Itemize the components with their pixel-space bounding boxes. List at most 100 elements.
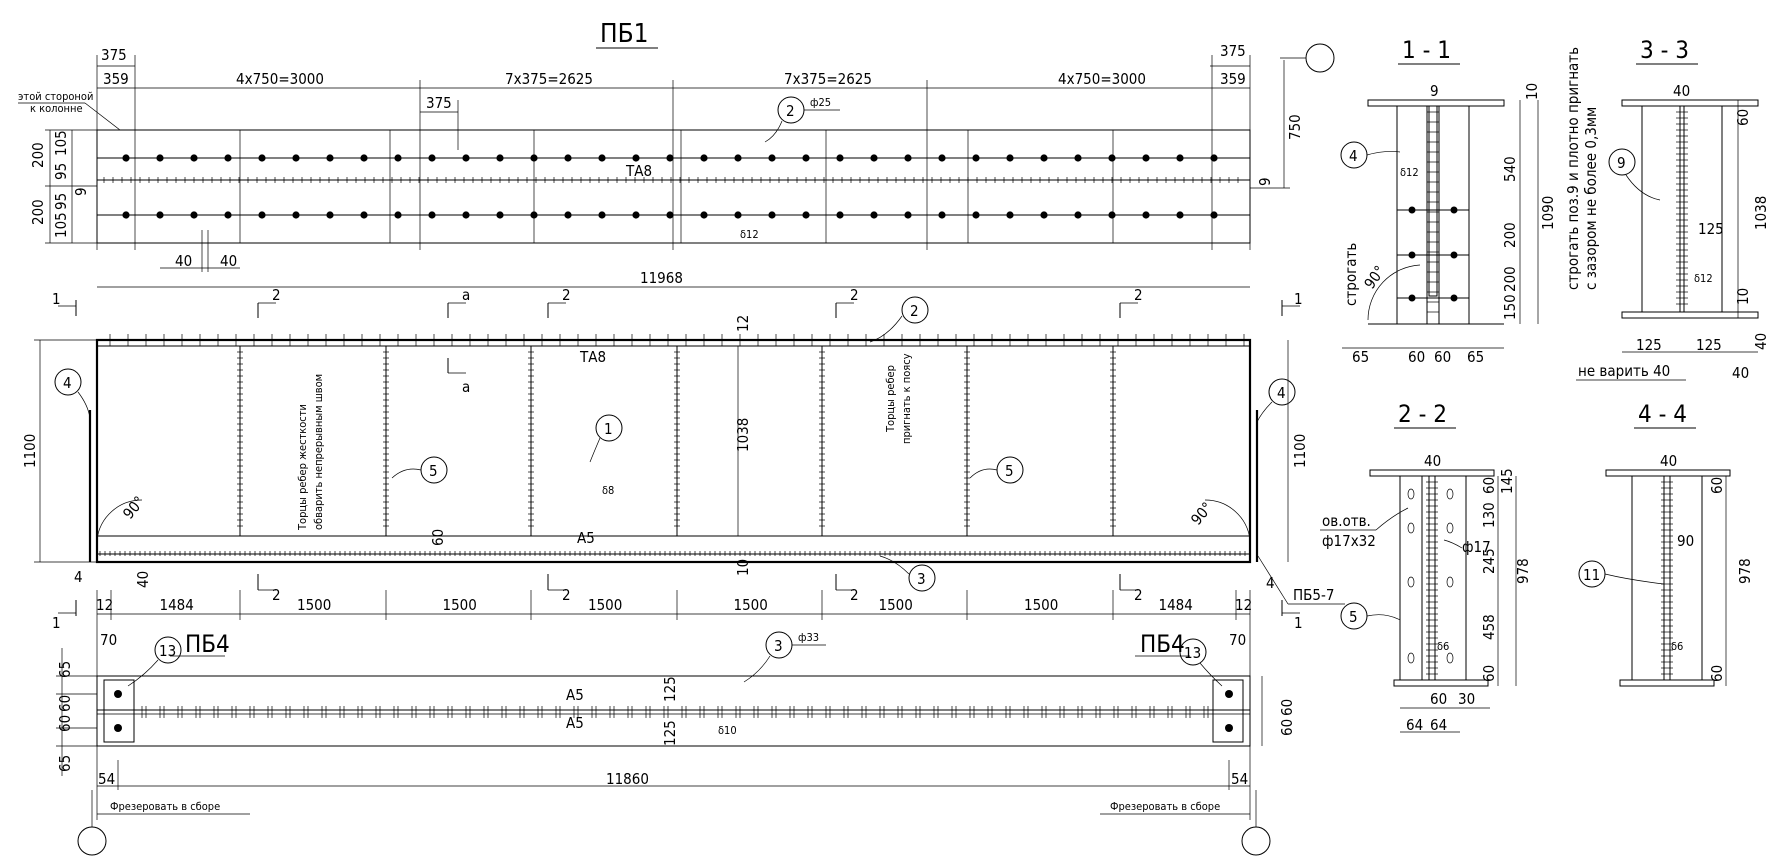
bolt-hole bbox=[292, 211, 300, 219]
bolt-hole bbox=[1108, 154, 1116, 162]
dim-60-right-b: 60 bbox=[1278, 719, 1296, 736]
dim-125-a: 125 bbox=[661, 676, 679, 702]
cut-2-top: 2 bbox=[272, 286, 281, 304]
bolt-hole bbox=[564, 211, 572, 219]
s22-dim-64a: 64 bbox=[1406, 716, 1423, 734]
s22-d6: δ6 bbox=[1437, 640, 1449, 653]
cut-2-top: 2 bbox=[562, 286, 571, 304]
label-d10: δ10 bbox=[718, 724, 737, 737]
s22-dim-60-bottom: 60 bbox=[1480, 665, 1498, 682]
dim-chain-value: 1484 bbox=[1159, 596, 1193, 614]
bolt-hole bbox=[972, 211, 980, 219]
bolt-hole bbox=[802, 154, 810, 162]
bottom-flange-weld-ticks bbox=[141, 706, 1209, 718]
s22-dim-130: 130 bbox=[1480, 502, 1498, 528]
bolt-hole bbox=[496, 154, 504, 162]
section-1-1: 9 10 540 1090 200 200 150 65 60 60 65 4 … bbox=[1340, 82, 1557, 366]
s11-angle-90: 90° bbox=[1361, 262, 1389, 292]
s33-note-2: с зазором не более 0,3мм bbox=[1582, 107, 1600, 290]
bolt-holes-top-row bbox=[122, 154, 1218, 219]
section-4-4: 40 60 90 978 60 11 δ6 bbox=[1578, 452, 1754, 687]
s33-dim-40b: 40 bbox=[1732, 364, 1749, 382]
s33-d12: δ12 bbox=[1694, 272, 1713, 285]
bottom-flange-weld-ticks bbox=[99, 551, 1246, 556]
callout-4-right: 4 bbox=[1277, 384, 1286, 402]
note-stiffeners-fit-1: Торцы ребер bbox=[884, 365, 897, 433]
dim-60-right-a: 60 bbox=[1278, 699, 1296, 716]
bolt-hole bbox=[394, 154, 402, 162]
dim-4-left: 4 bbox=[74, 568, 83, 586]
dim-chain-value: 1500 bbox=[1024, 596, 1058, 614]
s33-dim-40: 40 bbox=[1673, 82, 1690, 100]
bolt-hole bbox=[666, 211, 674, 219]
bolt-hole bbox=[326, 211, 334, 219]
s33-dim-1038: 1038 bbox=[1752, 196, 1769, 230]
s33-dim-40r: 40 bbox=[1752, 333, 1769, 350]
bolt-hole bbox=[258, 154, 266, 162]
s33-dim-125b: 125 bbox=[1696, 336, 1722, 354]
s11-dim-65b: 65 bbox=[1467, 348, 1484, 366]
top-flange-weld-ticks bbox=[109, 334, 1245, 346]
bolt-hole bbox=[1142, 154, 1150, 162]
bolt-hole bbox=[768, 211, 776, 219]
cut-2-bottom: 2 bbox=[850, 586, 859, 604]
bolt-hole bbox=[1006, 154, 1014, 162]
s11-callout-4: 4 bbox=[1349, 147, 1358, 165]
cut-2-bottom: 2 bbox=[272, 586, 281, 604]
dim-chain-value: 1500 bbox=[443, 596, 477, 614]
s11-dim-60a: 60 bbox=[1408, 348, 1425, 366]
label-a5-bottom-1: А5 bbox=[566, 686, 584, 704]
cut-1-br: 1 bbox=[1294, 614, 1303, 632]
s22-dim-60-b: 60 bbox=[1430, 690, 1447, 708]
bolt-hole bbox=[224, 211, 232, 219]
callout-5-left: 5 bbox=[429, 462, 438, 480]
label-ta8-top: ТА8 bbox=[625, 162, 652, 180]
s22-callout-5: 5 bbox=[1349, 608, 1358, 626]
bolt-hole bbox=[768, 154, 776, 162]
dim-7x375-left: 7x375=2625 bbox=[505, 70, 593, 88]
bolt-hole bbox=[700, 211, 708, 219]
bolt-hole bbox=[938, 211, 946, 219]
dim-10-elev: 10 bbox=[734, 559, 752, 576]
bolt-hole bbox=[258, 211, 266, 219]
dim-4x750-right: 4x750=3000 bbox=[1058, 70, 1146, 88]
callout-2-elev: 2 bbox=[910, 302, 919, 320]
s33-callout-9: 9 bbox=[1617, 154, 1626, 172]
cut-2-top: 2 bbox=[1134, 286, 1143, 304]
s44-dim-978: 978 bbox=[1736, 558, 1754, 584]
callout-3-elev: 3 bbox=[917, 570, 926, 588]
dim-40-b: 40 bbox=[220, 252, 237, 270]
axis-circle-right bbox=[1241, 826, 1271, 856]
bolt-hole bbox=[156, 211, 164, 219]
section-title-4-4: 4 - 4 bbox=[1638, 400, 1687, 428]
bolt-hole bbox=[666, 154, 674, 162]
s22-dia-17: ф17 bbox=[1462, 538, 1491, 556]
dim-1100-left: 1100 bbox=[21, 434, 39, 468]
s11-d12: δ12 bbox=[1400, 166, 1419, 179]
bolt-hole bbox=[632, 154, 640, 162]
s22-dim-30: 30 bbox=[1458, 690, 1475, 708]
s33-note-1: строгать поз.9 и плотно пригнать bbox=[1564, 47, 1582, 290]
s44-d6: δ6 bbox=[1671, 640, 1683, 653]
slot-hole bbox=[1446, 488, 1454, 500]
bolt-hole bbox=[836, 211, 844, 219]
label-pb5-7: ПБ5-7 bbox=[1293, 586, 1334, 604]
dim-chain-value: 1500 bbox=[879, 596, 913, 614]
bolt-hole bbox=[1006, 211, 1014, 219]
note-mill-right: Фрезеровать в сборе bbox=[1110, 800, 1220, 813]
stiffener-marks bbox=[239, 130, 1114, 243]
label-ta8-elev: ТА8 bbox=[579, 348, 606, 366]
dim-9-web: 9 bbox=[72, 187, 90, 196]
bolt-hole bbox=[870, 154, 878, 162]
bolt-hole bbox=[1210, 154, 1218, 162]
bolt-hole bbox=[190, 211, 198, 219]
callout-13-left: 13 bbox=[159, 642, 176, 660]
section-title-1-1: 1 - 1 bbox=[1402, 36, 1451, 64]
dim-chain-value: 1500 bbox=[297, 596, 331, 614]
bolt bbox=[1408, 294, 1416, 302]
dim-125-b: 125 bbox=[661, 720, 679, 746]
bolt-hole bbox=[496, 211, 504, 219]
